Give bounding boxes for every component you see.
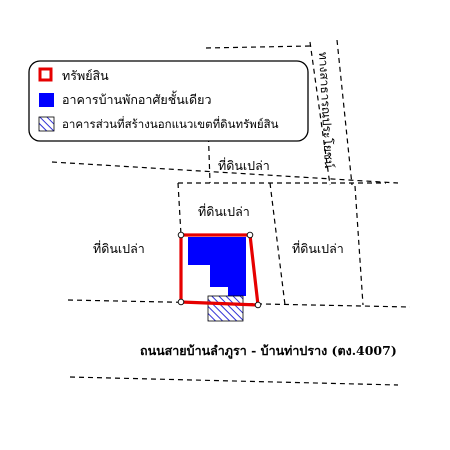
top-boundary bbox=[205, 45, 311, 49]
legend-swatch-house bbox=[39, 93, 54, 107]
east-parcel-boundary bbox=[269, 182, 286, 306]
legend-label-house: อาคารบ้านพักอาศัยชั้นเดียว bbox=[62, 90, 211, 107]
vacant-land-label-east: ที่ดินเปล่า bbox=[292, 240, 344, 256]
main-road-label: ถนนสายบ้านลำภูรา - บ้านท่าปราง (ตง.4007) bbox=[140, 343, 397, 359]
legend-box bbox=[28, 60, 309, 142]
corner-marker bbox=[177, 298, 185, 306]
legend-swatch-extension bbox=[38, 116, 55, 132]
cross-boundary bbox=[51, 161, 399, 184]
house-extension-outside-boundary bbox=[207, 295, 244, 322]
property-corner-markers bbox=[177, 231, 262, 309]
far-east-boundary bbox=[354, 185, 364, 306]
legend-swatch-property bbox=[38, 67, 53, 82]
legend-label-extension: อาคารส่วนที่สร้างนอกแนวเขตที่ดินทรัพย์สิ… bbox=[62, 116, 279, 131]
corner-marker bbox=[246, 231, 254, 239]
single-storey-house bbox=[188, 237, 246, 296]
public-lane-label: ทางสาธารณประโยชน์ bbox=[316, 51, 336, 168]
legend-label-property: ทรัพย์สิน bbox=[62, 68, 109, 83]
vacant-land-label-north: ที่ดินเปล่า bbox=[198, 203, 250, 219]
vacant-land-label-top: ที่ดินเปล่า bbox=[218, 157, 270, 173]
corner-marker bbox=[177, 231, 185, 239]
west-parcel-boundary bbox=[177, 182, 182, 236]
corner-marker bbox=[254, 301, 262, 309]
vacant-land-label-west: ที่ดินเปล่า bbox=[93, 240, 145, 256]
legend: ทรัพย์สิน อาคารบ้านพักอาศัยชั้นเดียว อาค… bbox=[28, 60, 309, 142]
lane-east-edge bbox=[336, 39, 353, 186]
lane-west-edge bbox=[309, 41, 331, 186]
road-south-edge bbox=[69, 376, 399, 386]
